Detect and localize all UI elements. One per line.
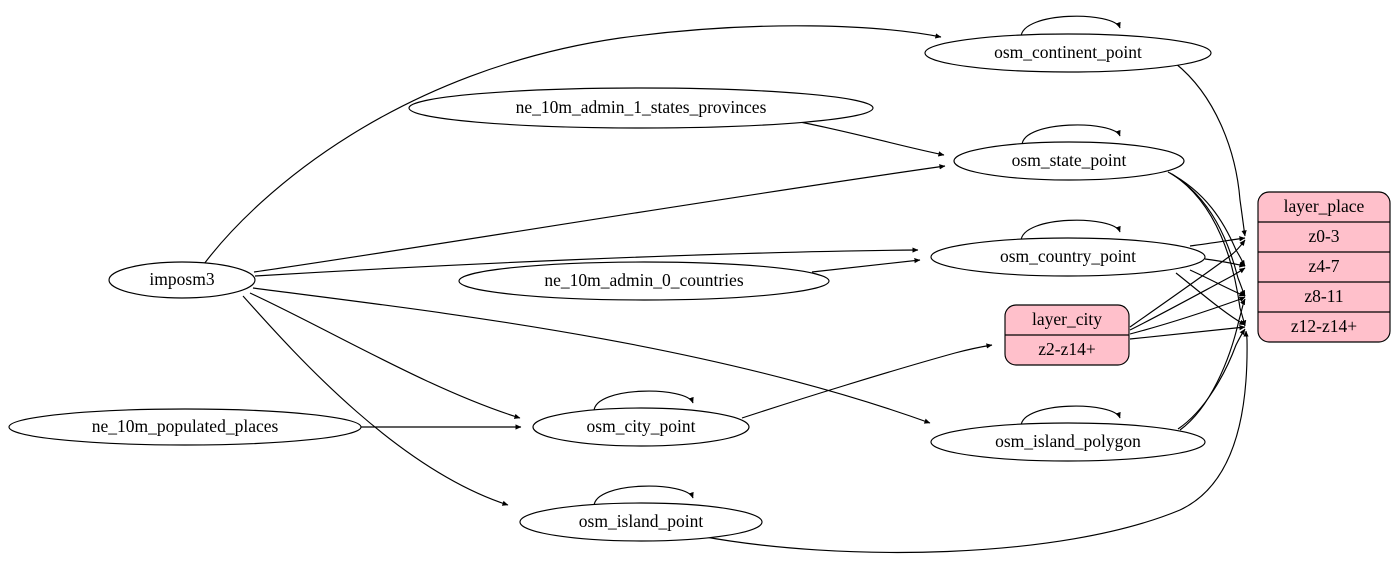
node-osm_city_point[interactable]: osm_city_point: [532, 407, 750, 447]
edge-osm_island_polygon-to-layer_place-z12_z14: [1177, 328, 1246, 430]
edge-osm_city_point-to-layer_city-z2_z14: [741, 343, 993, 419]
node-imposm3-label: imposm3: [149, 269, 214, 289]
record-layer_place-row-z0-3[interactable]: z0-3: [1308, 226, 1339, 246]
record-layer: layer_city z2-z14+ layer_place z0-3 z4-7…: [1004, 191, 1391, 366]
self-loop-osm_continent_point: [1020, 15, 1121, 38]
node-ne_10m_admin_0_countries-label: ne_10m_admin_0_countries: [544, 270, 743, 290]
edge-imposm3-to-osm_state_point: [253, 164, 946, 273]
record-layer_place-row-z8-11[interactable]: z8-11: [1304, 286, 1343, 306]
node-ne_10m_populated_places-label: ne_10m_populated_places: [92, 416, 279, 436]
self-loop-osm_country_point: [1020, 219, 1121, 242]
node-layer: imposm3 ne_10m_populated_places ne_10m_a…: [8, 33, 1212, 542]
edge-layer: [203, 15, 1249, 554]
record-layer_place-row-z4-7[interactable]: z4-7: [1308, 256, 1339, 276]
node-osm_island_point[interactable]: osm_island_point: [519, 502, 763, 542]
edge-imposm3-to-osm_city_point: [249, 292, 521, 419]
node-ne_10m_admin_1_states_provinces[interactable]: ne_10m_admin_1_states_provinces: [408, 87, 874, 129]
node-osm_continent_point[interactable]: osm_continent_point: [924, 33, 1212, 73]
node-osm_country_point-label: osm_country_point: [1000, 246, 1136, 266]
edge-osm_state_point-to-layer_place-z8_11: [1169, 172, 1246, 297]
record-node-layer_city[interactable]: layer_city z2-z14+: [1004, 304, 1130, 366]
record-layer_city-row-z2-z14[interactable]: z2-z14+: [1038, 339, 1096, 359]
edge-imposm3-to-osm_island_polygon: [252, 287, 931, 424]
node-ne_10m_populated_places[interactable]: ne_10m_populated_places: [8, 408, 362, 446]
edge-osm_island_polygon-to-layer_place-z8_11: [1179, 298, 1246, 431]
edge-imposm3-to-osm_island_point: [242, 295, 509, 506]
edge-osm_country_point-to-layer_place-z8_11: [1189, 269, 1246, 297]
edge-osm_country_point-to-layer_place-z4_7: [1204, 258, 1246, 268]
self-loop-osm_island_polygon: [1020, 405, 1121, 427]
edge-imposm3-to-osm_country_point: [254, 247, 919, 277]
node-ne_10m_admin_0_countries[interactable]: ne_10m_admin_0_countries: [458, 261, 830, 301]
record-node-layer_place[interactable]: layer_place z0-3 z4-7 z8-11 z12-z14+: [1257, 191, 1391, 343]
edge-osm_island_point-to-layer_place-z12_z14: [699, 330, 1249, 554]
record-layer_place-row-z12-z14[interactable]: z12-z14+: [1291, 316, 1357, 336]
edge-layer_city-to-layer_place-z8_11: [1129, 296, 1246, 335]
self-loop-osm_state_point: [1021, 124, 1121, 146]
node-osm_island_polygon[interactable]: osm_island_polygon: [930, 422, 1206, 462]
node-imposm3[interactable]: imposm3: [108, 261, 256, 299]
edge-ne_10m_admin_0_countries-to-osm_country_point: [811, 257, 921, 273]
edge-osm_state_point-to-layer_place-z4_7: [1167, 171, 1246, 267]
edge-osm_continent_point-to-layer_place-z0_3: [1174, 62, 1247, 237]
edge-layer_city-to-layer_place-z4_7: [1129, 267, 1246, 331]
edge-layer_city-to-layer_place-z0_3: [1129, 239, 1246, 328]
edge-layer_city-to-layer_place-z12_z14: [1129, 324, 1246, 340]
record-layer_place-title: layer_place: [1284, 196, 1365, 216]
self-loop-osm_island_point: [593, 485, 694, 507]
node-osm_state_point[interactable]: osm_state_point: [953, 141, 1185, 181]
node-ne_10m_admin_1_states_provinces-label: ne_10m_admin_1_states_provinces: [516, 97, 767, 117]
node-osm_city_point-label: osm_city_point: [587, 416, 696, 436]
node-osm_continent_point-label: osm_continent_point: [994, 42, 1142, 62]
edge-osm_country_point-to-layer_place-z0_3: [1189, 236, 1246, 247]
node-osm_island_polygon-label: osm_island_polygon: [995, 431, 1141, 451]
node-osm_country_point[interactable]: osm_country_point: [930, 237, 1206, 277]
edge-imposm3-to-osm_continent_point: [203, 25, 942, 265]
self-loop-osm_city_point: [593, 390, 694, 412]
record-layer_city-title: layer_city: [1032, 309, 1102, 329]
edge-ne_10m_admin_1_states_provinces-to-osm_state_point: [799, 121, 945, 157]
node-osm_island_point-label: osm_island_point: [579, 511, 704, 531]
node-osm_state_point-label: osm_state_point: [1012, 150, 1127, 170]
